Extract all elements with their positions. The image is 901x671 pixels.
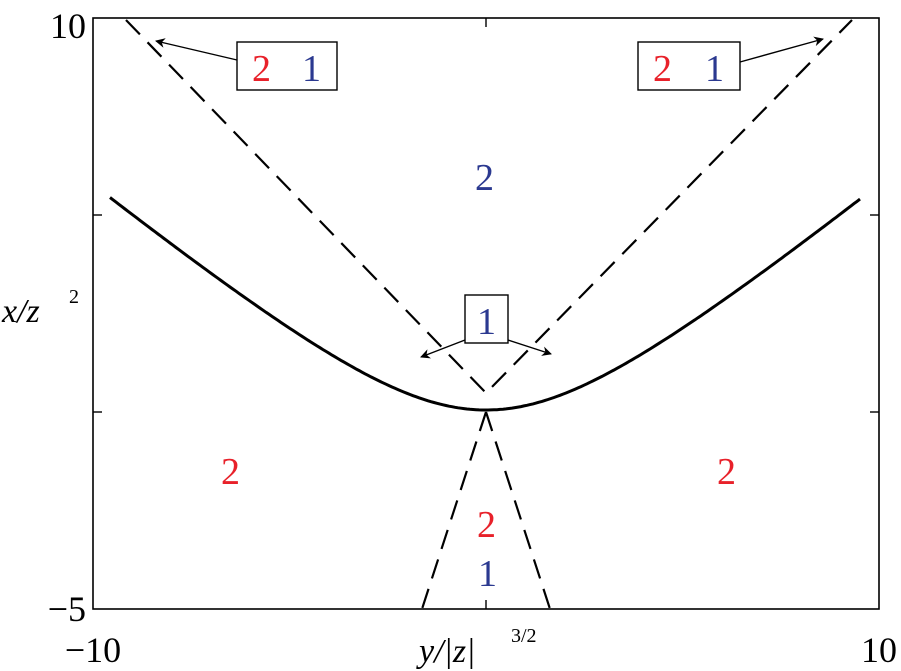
top-left-blue-label: 1 <box>302 48 321 90</box>
arrow-top-right <box>739 36 824 63</box>
top-right-red-label: 2 <box>653 48 672 90</box>
y-axis-label: x/z <box>1 293 40 330</box>
x-tick-min-label: −10 <box>65 630 121 670</box>
top-left-red-label: 2 <box>252 48 271 90</box>
arrow-top-left <box>155 38 238 61</box>
vertex-box-blue-label: 1 <box>477 301 496 343</box>
left-lower-red-label: 2 <box>221 451 240 493</box>
x-axis-label: y/|z| <box>416 633 475 670</box>
bottom-blue-label: 1 <box>478 553 497 595</box>
tick-marks <box>93 18 879 609</box>
dashed-lower-left-line <box>420 411 488 609</box>
x-tick-max-label: 10 <box>861 630 897 670</box>
x-axis-label-exponent: 3/2 <box>511 625 537 647</box>
top-left-label-box <box>236 41 338 91</box>
top-right-blue-label: 1 <box>705 48 724 90</box>
center-upper-blue-label: 2 <box>475 157 494 199</box>
y-tick-max-label: 10 <box>50 6 86 46</box>
y-axis-label-exponent: 2 <box>69 286 79 308</box>
dashed-upper-boundary <box>125 19 853 395</box>
bottom-red-label: 2 <box>477 504 496 546</box>
vertex-label-box <box>464 294 509 344</box>
y-tick-min-label: −5 <box>48 589 86 629</box>
top-right-label-box <box>637 41 741 91</box>
arrow-vertex-left <box>420 339 466 359</box>
solid-boundary-curve <box>109 196 861 412</box>
arrow-vertex-right <box>507 339 552 356</box>
dashed-lower-right-line <box>484 411 552 609</box>
right-lower-red-label: 2 <box>717 451 736 493</box>
annotation-arrows <box>155 36 824 359</box>
